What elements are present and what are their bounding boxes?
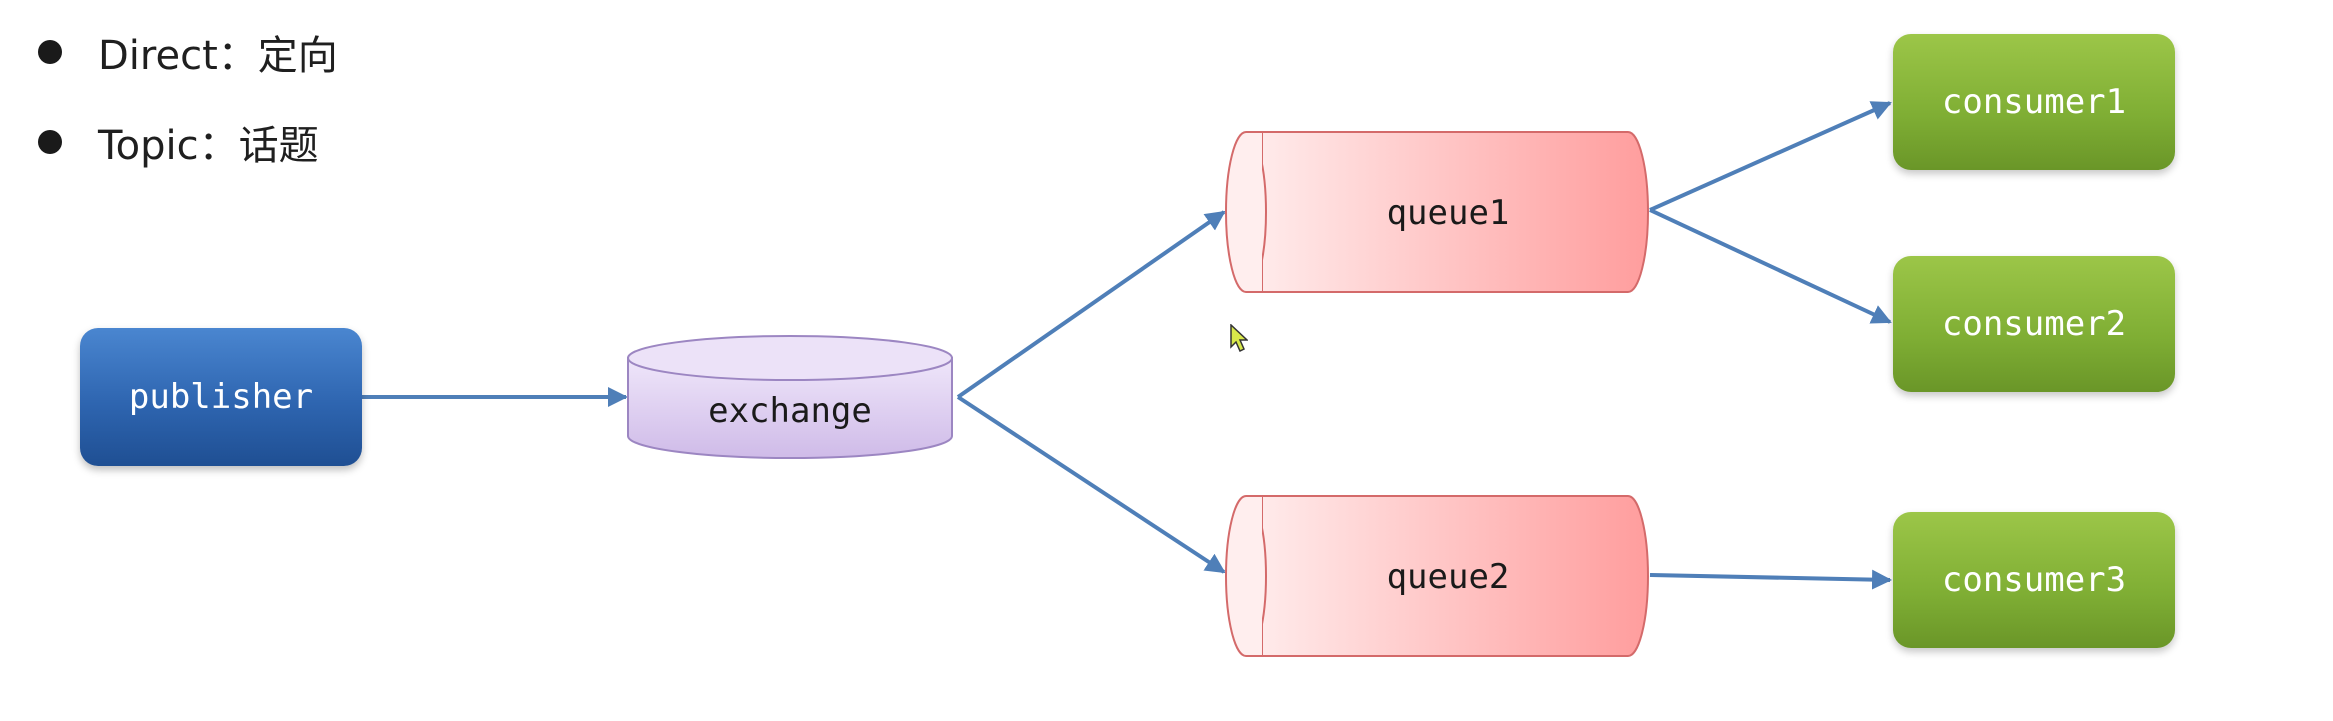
queue1-node: queue1: [1225, 131, 1649, 293]
bullet-label-topic: Topic：话题: [98, 123, 319, 169]
queue2-label: queue2: [1387, 557, 1510, 597]
consumer1-label: consumer1: [1941, 82, 2127, 122]
edge-exchange-queue1: [956, 210, 1226, 399]
consumer3-node: consumer3: [1893, 512, 2175, 648]
edge-queue1-consumer1: [1649, 101, 1892, 212]
bullet-dot-icon: [38, 130, 62, 154]
consumer2-node: consumer2: [1893, 256, 2175, 392]
bullet-item-direct: Direct：定向: [38, 22, 338, 82]
edge-queue1-consumer2: [1649, 208, 1892, 324]
bullet-list: Direct：定向 Topic：话题: [38, 22, 338, 202]
bullet-label-direct: Direct：定向: [98, 33, 338, 79]
queue1-label: queue1: [1387, 193, 1510, 233]
bullet-item-topic: Topic：话题: [38, 112, 338, 172]
publisher-label: publisher: [128, 377, 314, 417]
bullet-dot-icon: [38, 40, 62, 64]
consumer2-label: consumer2: [1941, 304, 2127, 344]
consumer1-node: consumer1: [1893, 34, 2175, 170]
exchange-label: exchange: [708, 391, 872, 431]
publisher-node: publisher: [80, 328, 362, 466]
edge-queue2-consumer3: [1649, 569, 1892, 590]
edge-exchange-queue2: [956, 395, 1226, 574]
edges: [362, 101, 1892, 590]
consumer3-label: consumer3: [1941, 560, 2127, 600]
exchange-node: exchange: [627, 335, 953, 459]
queue2-node: queue2: [1225, 495, 1649, 657]
mouse-cursor-icon: [1230, 324, 1248, 352]
